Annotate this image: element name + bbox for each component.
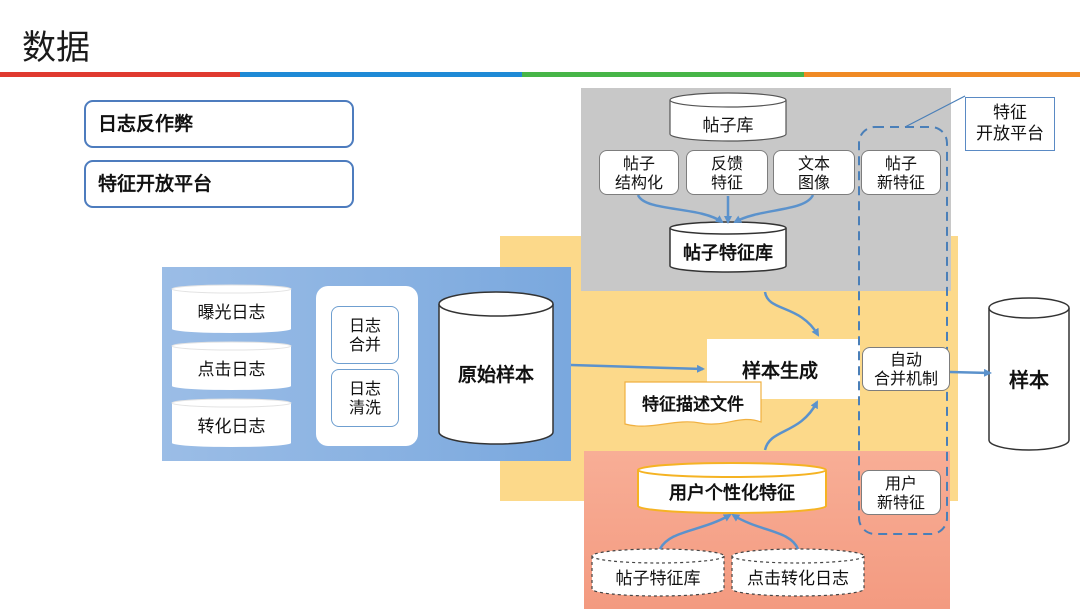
post-structure-box: 帖子 结构化 xyxy=(599,150,679,195)
platform-connector-line xyxy=(904,95,966,128)
log-label-click: 点击日志 xyxy=(197,359,266,380)
log-cylinder-click xyxy=(171,341,292,390)
log-label-conversion: 转化日志 xyxy=(197,416,266,437)
auto-merge-box: 自动 合并机制 xyxy=(862,347,950,391)
post-db-cylinder xyxy=(669,92,787,142)
platform-callout: 特征 开放平台 xyxy=(965,97,1055,151)
output-sample-label: 样本 xyxy=(1009,367,1049,392)
header-bar-orange xyxy=(804,72,1080,77)
feedback-feature-box: 反馈 特征 xyxy=(686,150,768,195)
user-feature-label: 用户个性化特征 xyxy=(669,483,795,504)
raw-sample-cylinder xyxy=(438,291,554,445)
tag-feature-platform: 特征开放平台 xyxy=(84,160,354,208)
page-title: 数据 xyxy=(22,28,90,68)
header-bar-green xyxy=(522,72,804,77)
user-new-feature-box: 用户 新特征 xyxy=(861,470,941,515)
user-feature-cylinder xyxy=(637,462,827,514)
post-new-feature-box: 帖子 新特征 xyxy=(861,150,941,195)
log-merge-box: 日志 合并 xyxy=(331,306,399,364)
sample-gen-label: 样本生成 xyxy=(741,359,818,382)
header-bar-red xyxy=(0,72,240,77)
raw-sample-label: 原始样本 xyxy=(457,363,534,386)
log-clean-box: 日志 清洗 xyxy=(331,369,399,427)
log-cylinder-conversion xyxy=(171,398,292,447)
source-cylinder-post-features xyxy=(591,548,725,597)
header-bar-blue xyxy=(240,72,522,77)
desc-file-shape xyxy=(624,381,762,427)
source-label-click-logs: 点击转化日志 xyxy=(747,568,849,589)
desc-file-label: 特征描述文件 xyxy=(642,394,744,415)
post-db-label: 帖子库 xyxy=(702,115,754,136)
log-cylinder-exposure xyxy=(171,284,292,333)
output-sample-cylinder xyxy=(988,297,1070,451)
text-image-box: 文本 图像 xyxy=(773,150,855,195)
tag-anti-cheat: 日志反作弊 xyxy=(84,100,354,148)
post-feature-db-cylinder xyxy=(669,221,787,273)
source-label-post-features: 帖子特征库 xyxy=(615,568,701,589)
source-cylinder-click-logs xyxy=(731,548,865,597)
post-feature-db-label: 帖子特征库 xyxy=(683,243,773,264)
log-label-exposure: 曝光日志 xyxy=(197,302,266,323)
